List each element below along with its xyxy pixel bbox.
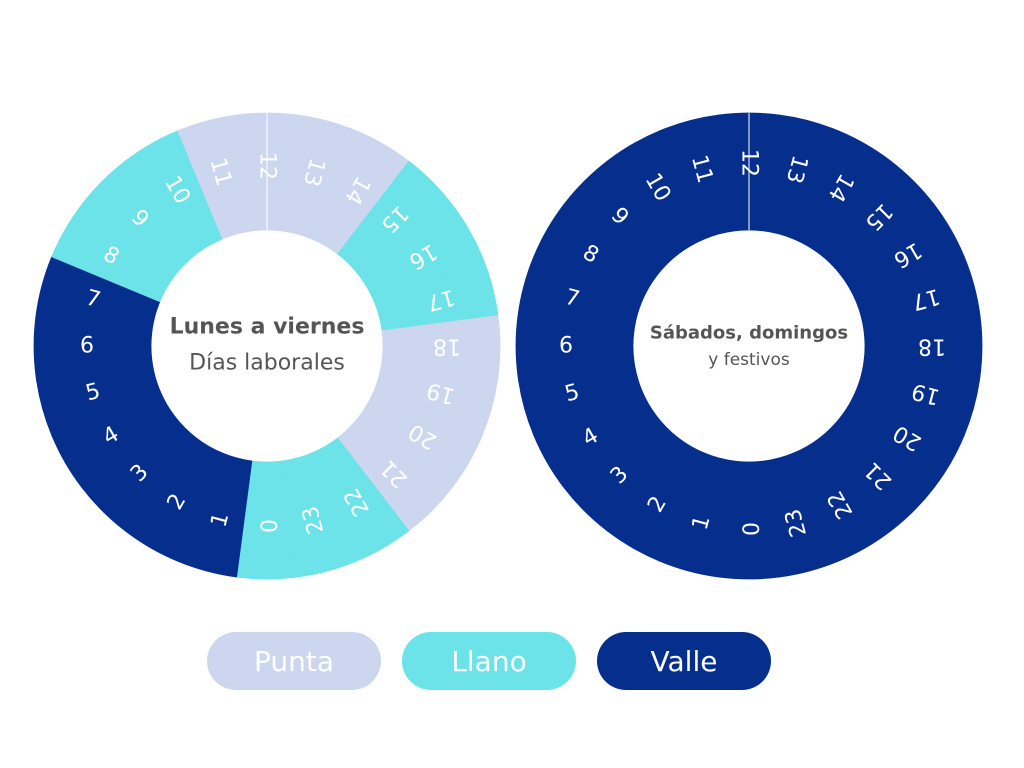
weekend-title: Sábados, domingos [650,323,848,344]
weekday-subtitle: Días laborales [189,351,345,376]
legend-llano: Llano [402,632,576,690]
weekend-hour-label: 5 [562,379,582,407]
weekday-hour-label: 5 [83,379,103,407]
weekday-hour-label: 12 [255,152,280,180]
weekday-sector-23 [281,452,357,578]
weekend-hour-label: 7 [562,285,582,313]
weekend-hour-label: 6 [559,334,573,359]
weekday-hour-label: 1 [207,510,235,530]
weekend-hour-label: 0 [737,522,762,536]
weekday-hour-label: 6 [80,334,94,359]
weekday-hour-label: 7 [83,286,103,314]
legend-punta: Punta [207,632,381,690]
legend-valle: Valle [597,632,771,690]
weekend-hour-label: 12 [737,149,762,177]
weekend-sector-23 [763,452,839,578]
weekday-hour-label: 0 [255,519,280,533]
weekday-title: Lunes a viernes [170,315,365,340]
weekday-hour-label: 18 [433,334,461,359]
weekend-hour-label: 1 [688,513,716,533]
weekend-subtitle: y festivos [708,350,790,370]
weekend-hour-label: 18 [918,334,946,359]
